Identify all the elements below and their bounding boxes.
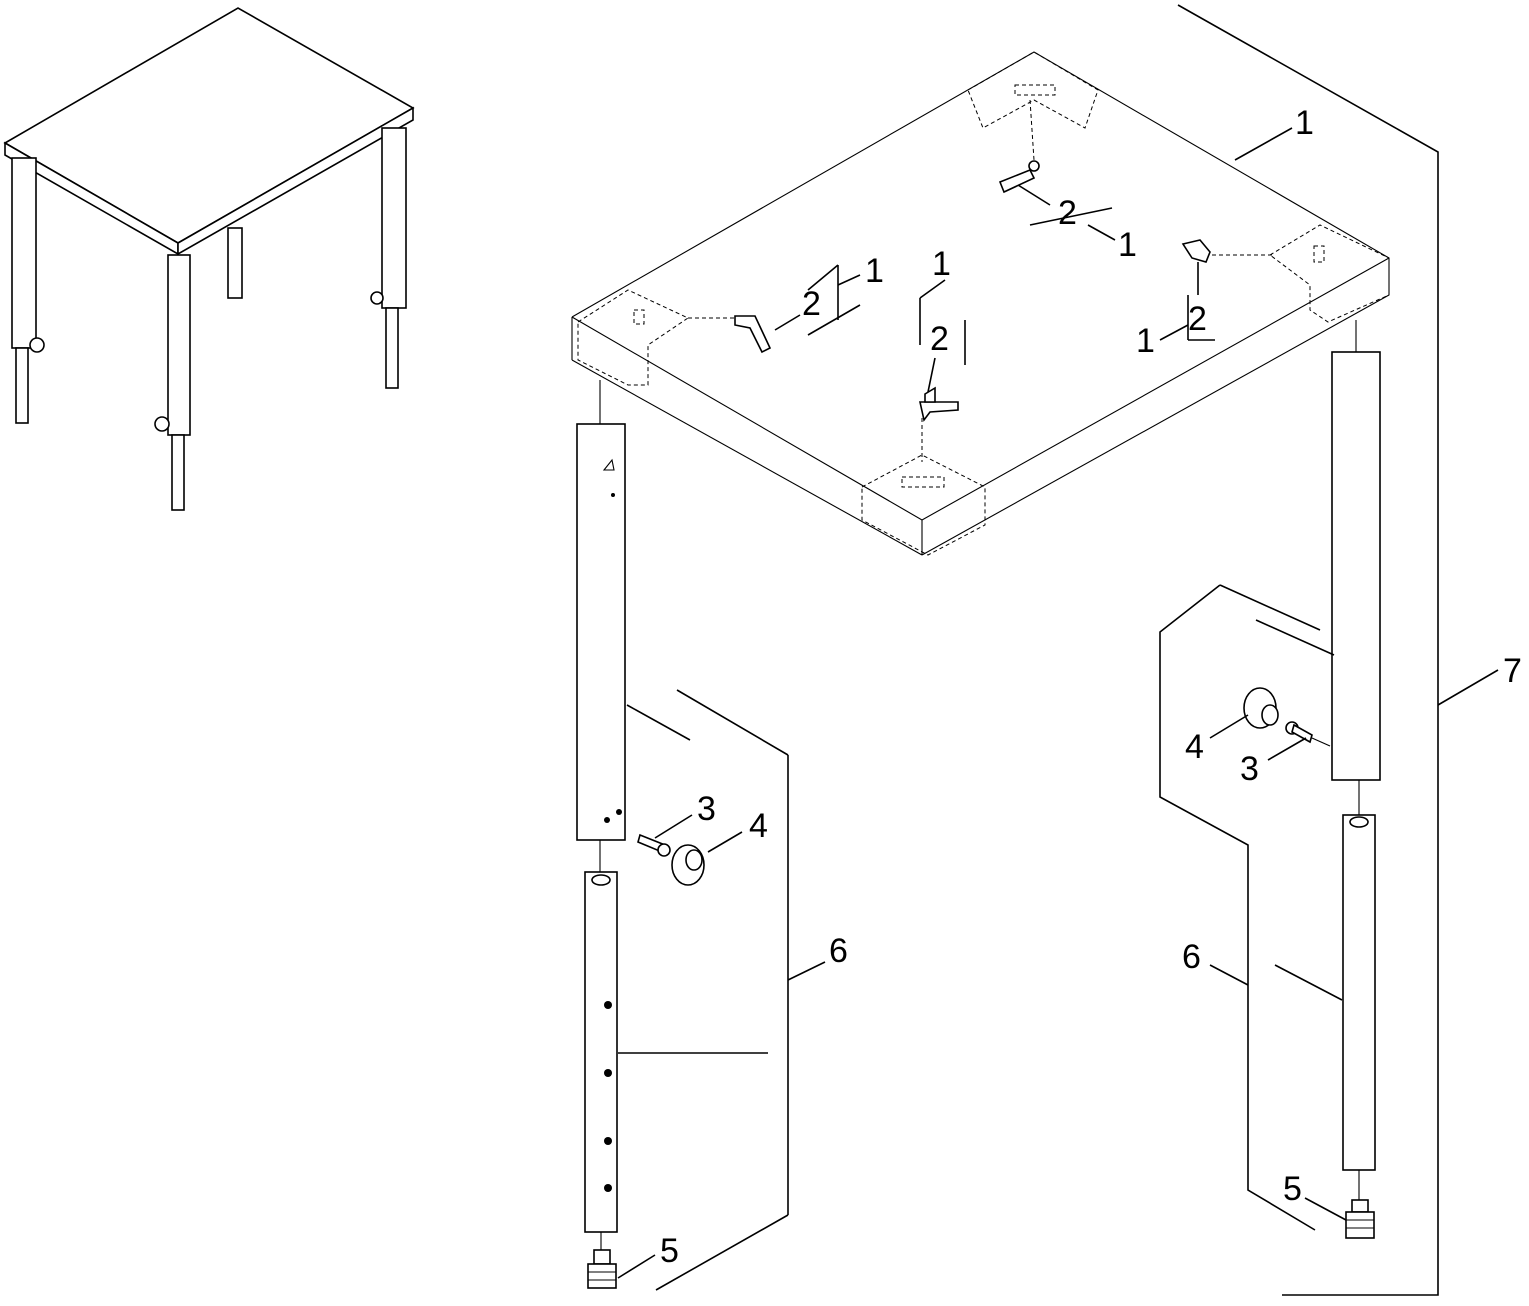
clamp-lever-center: [919, 386, 959, 422]
left-bolt: [637, 833, 671, 857]
group-bracket-6-left: [618, 689, 826, 1291]
callout-3-right: 3: [1240, 750, 1259, 788]
callout-1-center: 1: [932, 245, 951, 283]
leader-lines: [617, 127, 1347, 1279]
clamp-lever-rear: [998, 160, 1040, 194]
assembled-table-thumbnail: [3, 7, 415, 511]
callout-2-rear: 2: [1058, 194, 1077, 232]
right-knob: [1243, 687, 1279, 729]
callout-6-left: 6: [829, 932, 848, 970]
left-foot: [587, 1232, 617, 1289]
callout-5-right: 5: [1283, 1170, 1302, 1208]
group-bracket-6-right: [1159, 584, 1343, 1231]
callout-2-right: 2: [1188, 300, 1207, 338]
callout-3-left: 3: [697, 790, 716, 828]
callout-4-right: 4: [1185, 728, 1204, 766]
right-bolt: [1285, 721, 1331, 747]
callout-7: 7: [1503, 652, 1522, 690]
tabletop-frame: [571, 51, 1390, 556]
clamp-lever-left: [734, 315, 772, 354]
right-foot: [1345, 1170, 1375, 1239]
callout-2-center: 2: [930, 320, 949, 358]
callout-1-right: 1: [1136, 322, 1155, 360]
callout-6-right: 6: [1182, 938, 1201, 976]
callout-1-rear: 1: [1118, 226, 1137, 264]
callout-labels: 1 2 1 1 2 1 2 1 2 3 4 4 3 6 6 7 5 5: [660, 104, 1522, 1270]
right-upper-leg: [1331, 320, 1381, 781]
callout-2-left: 2: [802, 285, 821, 323]
group-bracket-7: [1177, 4, 1499, 1296]
callout-5-left: 5: [660, 1232, 679, 1270]
callout-1-top: 1: [1295, 104, 1314, 142]
left-upper-leg: [576, 380, 626, 841]
right-lower-leg: [1342, 780, 1376, 1171]
callout-1-left: 1: [865, 252, 884, 290]
left-lower-leg: [584, 840, 618, 1233]
left-knob: [671, 844, 705, 886]
clamp-lever-right: [1181, 239, 1211, 263]
callout-4-left: 4: [749, 807, 768, 845]
